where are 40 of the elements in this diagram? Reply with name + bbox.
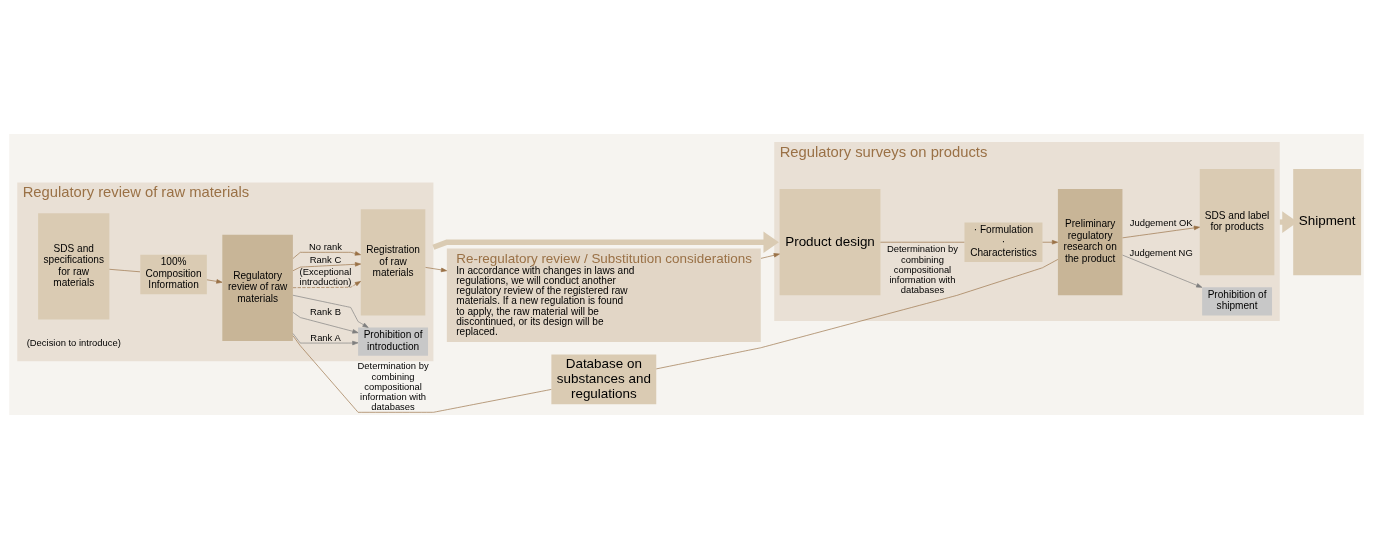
arrow [292, 251, 361, 259]
arrow [425, 267, 448, 273]
arrow [432, 231, 779, 254]
arrow [292, 333, 359, 346]
node-box: 100% Composition Information [140, 254, 207, 295]
arrow [1122, 225, 1200, 239]
edge-label: Rank C [309, 253, 342, 265]
arrow [206, 279, 223, 284]
node-box: Regulatory review of raw materials [222, 234, 293, 342]
edge-label: No rank [309, 240, 342, 252]
arrow [1122, 254, 1203, 288]
node-box: SDS and label for products [1199, 168, 1275, 276]
arrow [292, 294, 369, 328]
node-box: Prohibition of introduction [358, 327, 428, 356]
edge-label: Determination by combining compositional information with databases [357, 360, 429, 412]
edge-label: Judgement NG [1129, 246, 1193, 258]
edge-label: Rank B [310, 305, 341, 317]
connector [109, 268, 141, 273]
connector [656, 259, 1059, 370]
node-box: · Formulation · Characteristics [964, 222, 1043, 263]
node-box: Preliminary regulatory research on the product [1057, 189, 1123, 296]
node-box: Prohibition of shipment [1202, 287, 1273, 316]
node-box: Registration of raw materials [360, 209, 426, 316]
connector [292, 335, 552, 413]
edge-label: Determination by combining compositional information with databases [886, 243, 959, 295]
arrow [292, 281, 361, 289]
arrow [292, 312, 359, 334]
node-box: Database on substances and regulations [551, 354, 657, 405]
edge-label: Judgement OK [1129, 217, 1193, 229]
connector [880, 241, 965, 243]
edge-label: (Exceptional introduction) [299, 265, 352, 287]
label: (Decision to introduce) [26, 337, 121, 349]
node-box: SDS and specifications for raw materials [38, 213, 110, 320]
arrow [1042, 240, 1058, 245]
node-box: Product design [779, 189, 881, 296]
arrow [292, 262, 362, 272]
arrow [760, 253, 780, 259]
node-box: Re-regulatory review / Substitution considerations In accordance with changes in laws and regulations, we will conduct another regulatory review of the registered raw materials. If a new regulation is found to apply, the raw material will be discontinued, or its design will be replaced. [446, 248, 761, 343]
node-box: Shipment [1293, 168, 1362, 276]
edge-label: Rank A [310, 331, 341, 343]
